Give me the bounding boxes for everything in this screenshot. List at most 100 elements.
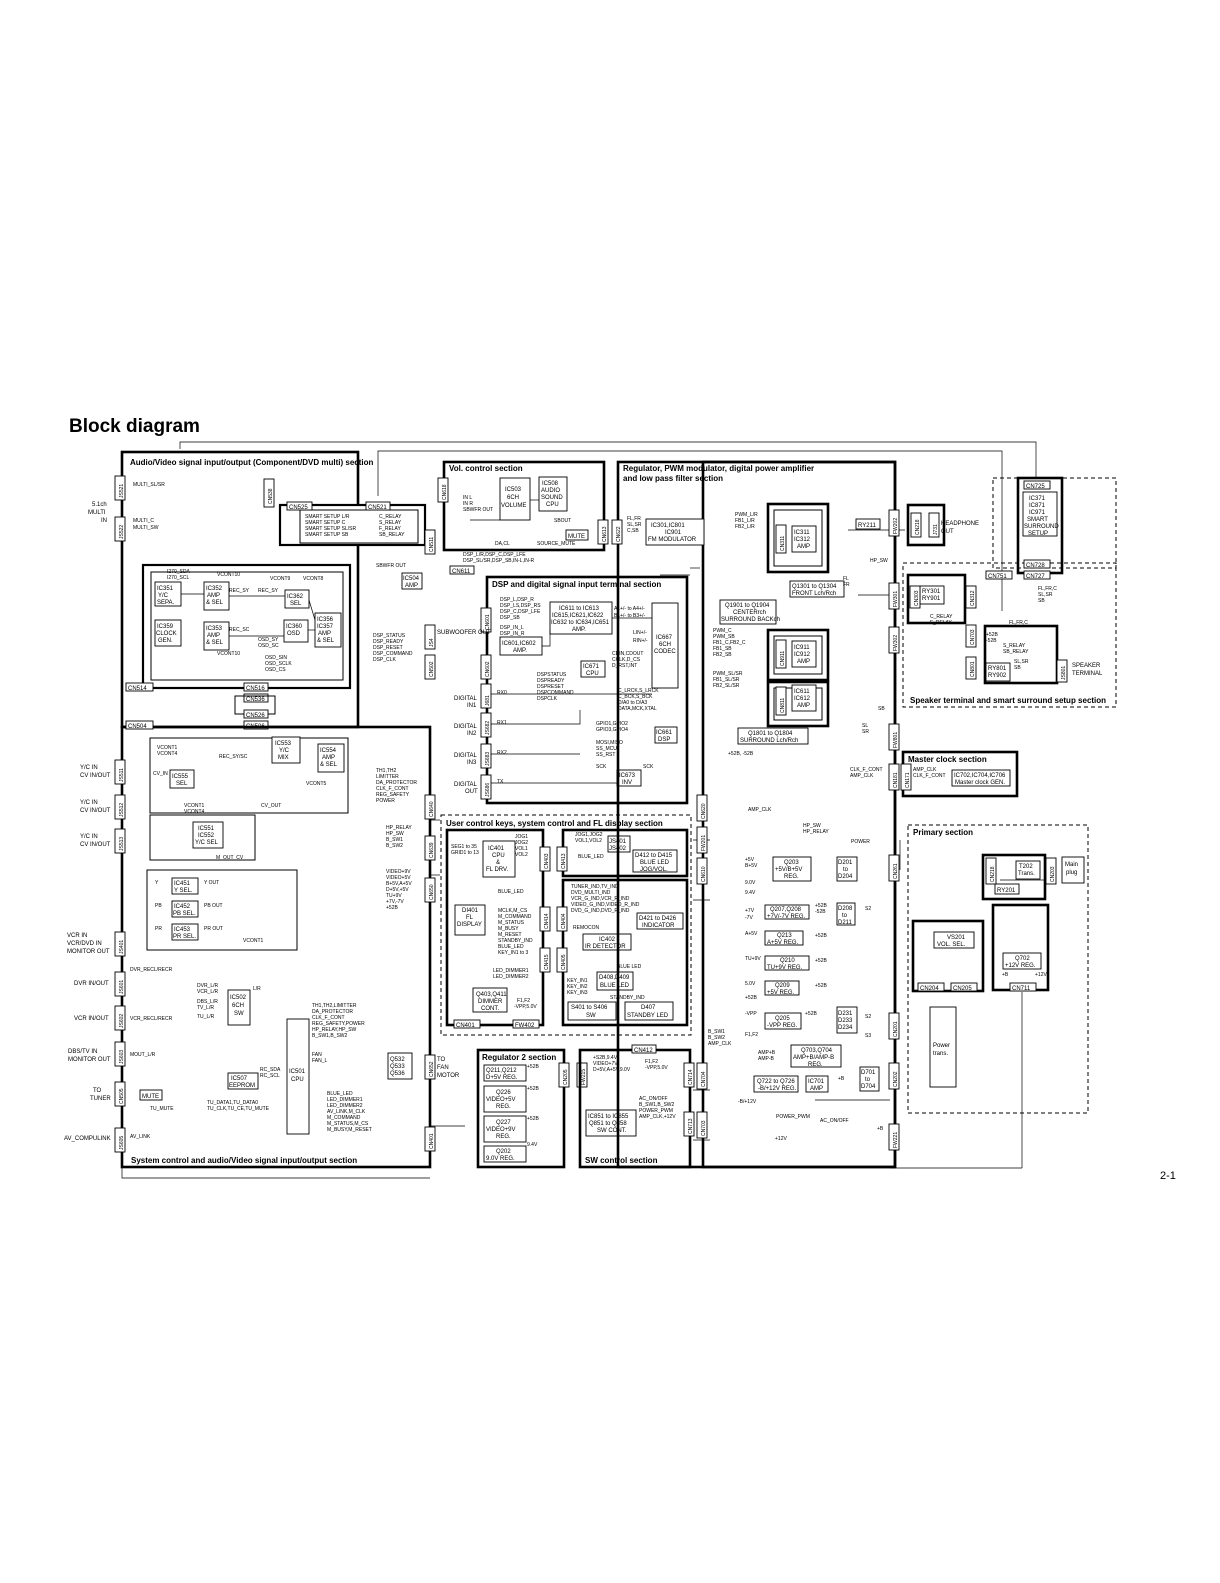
- svg-text:IC911: IC911: [794, 645, 810, 651]
- svg-text:D208: D208: [838, 906, 853, 912]
- svg-text:REG.: REG.: [496, 1104, 511, 1110]
- svg-text:DSP_C,DSP_LFE: DSP_C,DSP_LFE: [500, 609, 541, 615]
- svg-text:SMART SETUP L/R: SMART SETUP L/R: [305, 514, 350, 520]
- svg-text:M_BUSY: M_BUSY: [498, 926, 519, 932]
- svg-text:POWER: POWER: [376, 798, 395, 804]
- svg-text:FM MODULATOR: FM MODULATOR: [648, 537, 697, 543]
- svg-text:D421 to D426: D421 to D426: [639, 916, 677, 922]
- svg-text:CN201: CN201: [893, 1021, 899, 1037]
- svg-text:-VPP,5.0V: -VPP,5.0V: [645, 1065, 668, 1071]
- svg-text:IC360: IC360: [286, 624, 303, 630]
- svg-text:Y/C SEL: Y/C SEL: [195, 840, 219, 846]
- svg-text:TU_MUTE: TU_MUTE: [150, 1106, 174, 1112]
- svg-text:AMP: AMP: [322, 755, 335, 761]
- svg-text:Speaker terminal and smart sur: Speaker terminal and smart surround setu…: [910, 696, 1106, 705]
- svg-text:POWER_PWM: POWER_PWM: [639, 1108, 673, 1114]
- svg-text:SCK: SCK: [596, 764, 607, 770]
- svg-text:HP_RELAY,HP_SW: HP_RELAY,HP_SW: [312, 1027, 357, 1033]
- svg-text:DIGITAL: DIGITAL: [454, 724, 478, 730]
- svg-text:D701: D701: [861, 1070, 876, 1076]
- svg-text:CN728: CN728: [1026, 563, 1045, 569]
- svg-text:FAN: FAN: [437, 1065, 449, 1071]
- svg-text:HEADPHONE: HEADPHONE: [941, 521, 979, 527]
- section-regulator-pwm: Regulator, PWM modulator, digital power …: [611, 460, 900, 1169]
- svg-text:RY201: RY201: [997, 888, 1016, 894]
- svg-text:VIDEO+5V: VIDEO+5V: [386, 875, 411, 881]
- svg-text:-B/+12V REG.: -B/+12V REG.: [758, 1086, 797, 1092]
- svg-text:VCR IN: VCR IN: [67, 933, 87, 939]
- svg-text:A+5V: A+5V: [745, 931, 758, 937]
- svg-text:Q703,Q704: Q703,Q704: [801, 1048, 833, 1054]
- svg-text:VS201: VS201: [947, 935, 966, 941]
- svg-text:& SEL: & SEL: [206, 600, 224, 606]
- svg-text:CN401: CN401: [456, 1023, 475, 1029]
- svg-text:VCONT9: VCONT9: [270, 576, 291, 582]
- svg-text:FL,FR,C: FL,FR,C: [1038, 586, 1057, 592]
- svg-text:C,SB: C,SB: [627, 528, 639, 534]
- svg-text:OSD_CS: OSD_CS: [265, 667, 286, 673]
- svg-text:AMP: AMP: [207, 633, 220, 639]
- svg-text:PR SEL.: PR SEL.: [173, 934, 196, 940]
- svg-text:SMART SETUP SL/SR: SMART SETUP SL/SR: [305, 526, 357, 532]
- svg-text:IC371: IC371: [1029, 496, 1046, 502]
- svg-text:OSD_SC: OSD_SC: [258, 643, 279, 649]
- svg-text:Power: Power: [933, 1043, 950, 1049]
- svg-text:SB: SB: [1038, 598, 1045, 604]
- svg-text:Trans.: Trans.: [1018, 871, 1035, 877]
- svg-text:REG.: REG.: [496, 1134, 511, 1140]
- svg-text:VIDEO+7V: VIDEO+7V: [593, 1061, 618, 1067]
- svg-text:POWER: POWER: [851, 839, 870, 845]
- svg-text:Master clock GEN.: Master clock GEN.: [955, 780, 1005, 786]
- svg-text:A+5V REG.: A+5V REG.: [767, 940, 799, 946]
- svg-text:CN218: CN218: [915, 519, 921, 535]
- svg-text:CN538: CN538: [268, 488, 274, 504]
- svg-text:VOLUME: VOLUME: [501, 503, 526, 509]
- svg-text:TV_L/R: TV_L/R: [197, 1005, 214, 1011]
- svg-text:IC452: IC452: [174, 904, 191, 910]
- svg-text:AMP: AMP: [405, 583, 418, 589]
- svg-text:DSP: DSP: [658, 737, 670, 743]
- svg-text:FW221: FW221: [893, 1132, 899, 1148]
- section-system-control: System control and audio/Video signal in…: [114, 529, 436, 1169]
- svg-text:CN511: CN511: [429, 537, 435, 552]
- svg-text:JS686: JS686: [485, 783, 491, 797]
- svg-text:I270_SDA: I270_SDA: [167, 569, 190, 575]
- svg-text:RC_SCL: RC_SCL: [260, 1073, 280, 1079]
- svg-text:BLUE LED: BLUE LED: [640, 860, 670, 866]
- svg-text:IC871: IC871: [1029, 503, 1046, 509]
- svg-text:M_RESET: M_RESET: [498, 932, 522, 938]
- svg-text:User control keys, system cont: User control keys, system control and FL…: [446, 819, 663, 828]
- svg-text:AV_LINK,M_CLK: AV_LINK,M_CLK: [327, 1109, 366, 1115]
- svg-text:IC671: IC671: [583, 664, 600, 670]
- svg-text:PR OUT: PR OUT: [204, 926, 223, 932]
- svg-text:PWM_L/R: PWM_L/R: [735, 512, 758, 518]
- svg-text:LED_DIMMER2: LED_DIMMER2: [327, 1103, 363, 1109]
- svg-text:CN504: CN504: [128, 724, 147, 730]
- svg-text:CN414: CN414: [544, 913, 550, 929]
- svg-text:A1+/- to A4+/-: A1+/- to A4+/-: [614, 606, 645, 612]
- svg-text:D704: D704: [861, 1084, 876, 1090]
- svg-text:FB1_L/R: FB1_L/R: [735, 518, 755, 524]
- svg-text:JS513: JS513: [119, 837, 125, 851]
- svg-text:+12V: +12V: [775, 1136, 787, 1142]
- svg-text:CN618: CN618: [442, 484, 448, 500]
- svg-text:Q211,Q212: Q211,Q212: [486, 1068, 517, 1074]
- svg-text:JS512: JS512: [119, 803, 125, 817]
- svg-text:Q702: Q702: [1015, 956, 1030, 962]
- svg-text:SW CONT.: SW CONT.: [597, 1128, 627, 1134]
- svg-text:JS521: JS521: [119, 484, 125, 498]
- svg-text:JOG1,JOG2: JOG1,JOG2: [575, 832, 603, 838]
- svg-text:CN704: CN704: [701, 1071, 707, 1087]
- svg-text:+7V,-7V: +7V,-7V: [386, 899, 404, 905]
- svg-text:Y/C IN: Y/C IN: [80, 765, 98, 771]
- svg-text:AMP_CLK: AMP_CLK: [748, 807, 772, 813]
- svg-text:VCONT10: VCONT10: [217, 651, 240, 657]
- svg-text:JS511: JS511: [119, 768, 125, 782]
- svg-text:SEPA.: SEPA.: [157, 600, 175, 606]
- svg-text:EEPROM: EEPROM: [229, 1083, 255, 1089]
- svg-text:DVR IN/OUT: DVR IN/OUT: [74, 981, 109, 987]
- svg-text:Y/C IN: Y/C IN: [80, 800, 98, 806]
- section-title: Audio/Video signal input/output (Compone…: [130, 458, 374, 467]
